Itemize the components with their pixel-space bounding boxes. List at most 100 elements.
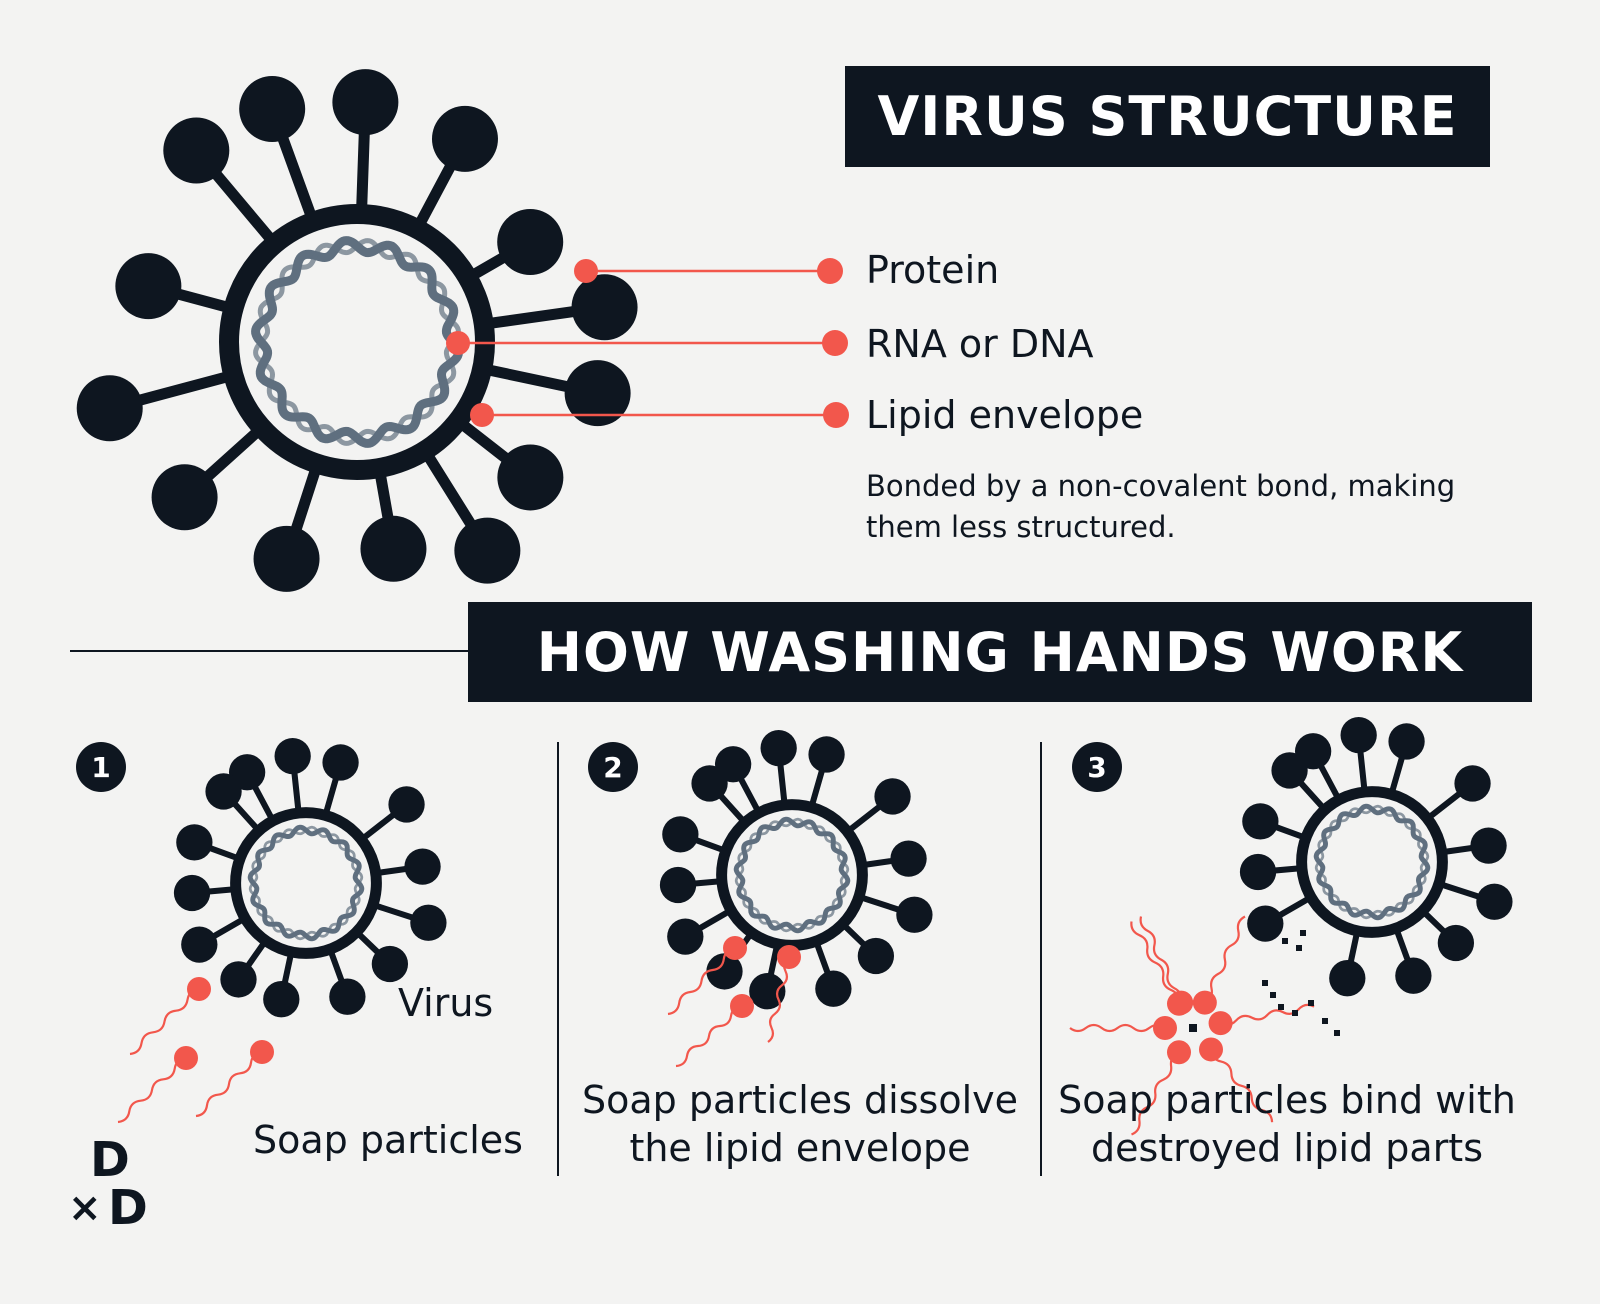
soap-head — [1153, 1016, 1177, 1040]
protein-knob — [497, 209, 564, 275]
soap-tail — [117, 1056, 187, 1124]
lipid-fragment — [1270, 992, 1276, 998]
protein-knob — [691, 765, 728, 802]
step3-virus-icon — [1239, 716, 1513, 997]
protein-knob — [332, 69, 399, 136]
soap-tail — [767, 956, 790, 1043]
protein-knob — [454, 517, 521, 584]
lipid-fragment — [1262, 980, 1268, 986]
protein-knob — [388, 786, 425, 823]
logo-d-top: D — [90, 1132, 130, 1188]
protein-knob — [571, 274, 638, 341]
step3-soap-cluster — [1069, 915, 1340, 1136]
lipid-fragment — [1334, 1030, 1340, 1036]
lipid-fragment — [1308, 1000, 1314, 1006]
soap-head — [1167, 991, 1191, 1016]
virus-label: Virus — [398, 981, 494, 1025]
step-3-badge: 3 — [1072, 742, 1122, 792]
lipid-fragment — [1189, 1024, 1197, 1032]
protein-knob — [1239, 853, 1277, 891]
protein-knob — [1242, 803, 1279, 840]
protein-knob — [360, 515, 427, 582]
protein-knob — [857, 937, 895, 975]
step-2-caption: Soap particles dissolve the lipid envelo… — [575, 1076, 1025, 1172]
protein-knob — [667, 918, 704, 955]
step-divider-2 — [1040, 742, 1042, 1176]
large-virus-diagram — [76, 69, 638, 592]
protein-knob — [173, 874, 211, 912]
soap-head — [723, 936, 747, 960]
logo-x-mark: × — [68, 1185, 102, 1231]
protein-knob — [329, 978, 366, 1015]
protein-knob — [497, 444, 564, 511]
soap-particles-label: Soap particles — [253, 1118, 523, 1162]
protein-knob — [890, 840, 927, 877]
protein-knob — [239, 75, 306, 142]
bond-note: Bonded by a non-covalent bond, making th… — [866, 469, 1456, 544]
protein-knob — [815, 970, 852, 1007]
protein-knob — [253, 525, 320, 592]
virus-structure-title: VIRUS STRUCTURE — [845, 66, 1490, 167]
washing-hands-title: HOW WASHING HANDS WORK — [468, 602, 1532, 702]
lipid-callout-end-dot — [823, 402, 849, 428]
soap-tail — [1139, 916, 1183, 1003]
protein-label: Protein — [866, 248, 1000, 292]
protein-knob — [808, 736, 845, 773]
lipid-fragment — [1322, 1018, 1328, 1024]
soap-tail — [1131, 1051, 1180, 1136]
lipid-fragment — [1300, 930, 1306, 936]
step-3-caption: Soap particles bind with destroyed lipid… — [1052, 1076, 1522, 1172]
protein-knob — [274, 737, 311, 775]
protein-knob — [1329, 960, 1366, 997]
protein-knob — [205, 773, 242, 810]
dxd-logo: D × D — [68, 1136, 164, 1236]
rna-strand-echo — [248, 825, 364, 941]
protein-knob — [1340, 716, 1377, 754]
protein-knob — [322, 744, 359, 781]
protein-knob — [659, 866, 697, 904]
rna-callout-end-dot — [822, 330, 848, 356]
soap-head — [187, 977, 211, 1001]
protein-callout-end-dot — [817, 258, 843, 284]
lipid-envelope-ring — [716, 799, 868, 951]
protein-knob — [404, 848, 441, 885]
rna-strand-echo — [253, 238, 461, 446]
soap-tail — [1204, 915, 1246, 1004]
protein-knob — [176, 824, 213, 861]
lipid-fragment — [1296, 945, 1302, 951]
protein-knob — [1437, 924, 1475, 962]
protein-knob — [1271, 752, 1308, 789]
protein-knob — [371, 945, 409, 983]
protein-knob — [874, 778, 911, 815]
logo-d-bottom: D — [108, 1180, 148, 1236]
step2-virus-icon — [659, 729, 933, 1010]
protein-knob — [220, 961, 257, 998]
protein-knob — [564, 360, 631, 427]
protein-knob — [749, 973, 786, 1010]
soap-head — [1198, 1037, 1223, 1062]
step-2-caption-line1: Soap particles dissolve — [582, 1078, 1018, 1122]
step-2-badge: 2 — [588, 742, 638, 792]
soap-head — [174, 1046, 198, 1070]
soap-tail — [1069, 1023, 1166, 1033]
protein-knob — [431, 105, 498, 172]
rna-strand-echo — [1314, 804, 1430, 920]
step1-virus-icon — [173, 737, 447, 1018]
soap-head — [1208, 1011, 1233, 1036]
protein-knob — [1388, 723, 1425, 760]
soap-tail — [675, 1004, 743, 1068]
soap-tail — [1220, 1003, 1315, 1026]
soap-head — [1167, 1040, 1191, 1065]
step-1-badge: 1 — [76, 742, 126, 792]
soap-tail — [1209, 1049, 1274, 1123]
lipid-fragment — [1282, 938, 1288, 944]
protein-knob — [410, 904, 447, 941]
step1-soap-particles — [117, 977, 274, 1124]
protein-knob — [1470, 827, 1507, 864]
protein-knob — [1395, 957, 1432, 994]
rna-dna-label: RNA or DNA — [866, 322, 1094, 366]
protein-knob — [151, 464, 218, 531]
step-3-caption-line2: destroyed lipid parts — [1090, 1126, 1484, 1170]
protein-knob — [1476, 883, 1513, 920]
